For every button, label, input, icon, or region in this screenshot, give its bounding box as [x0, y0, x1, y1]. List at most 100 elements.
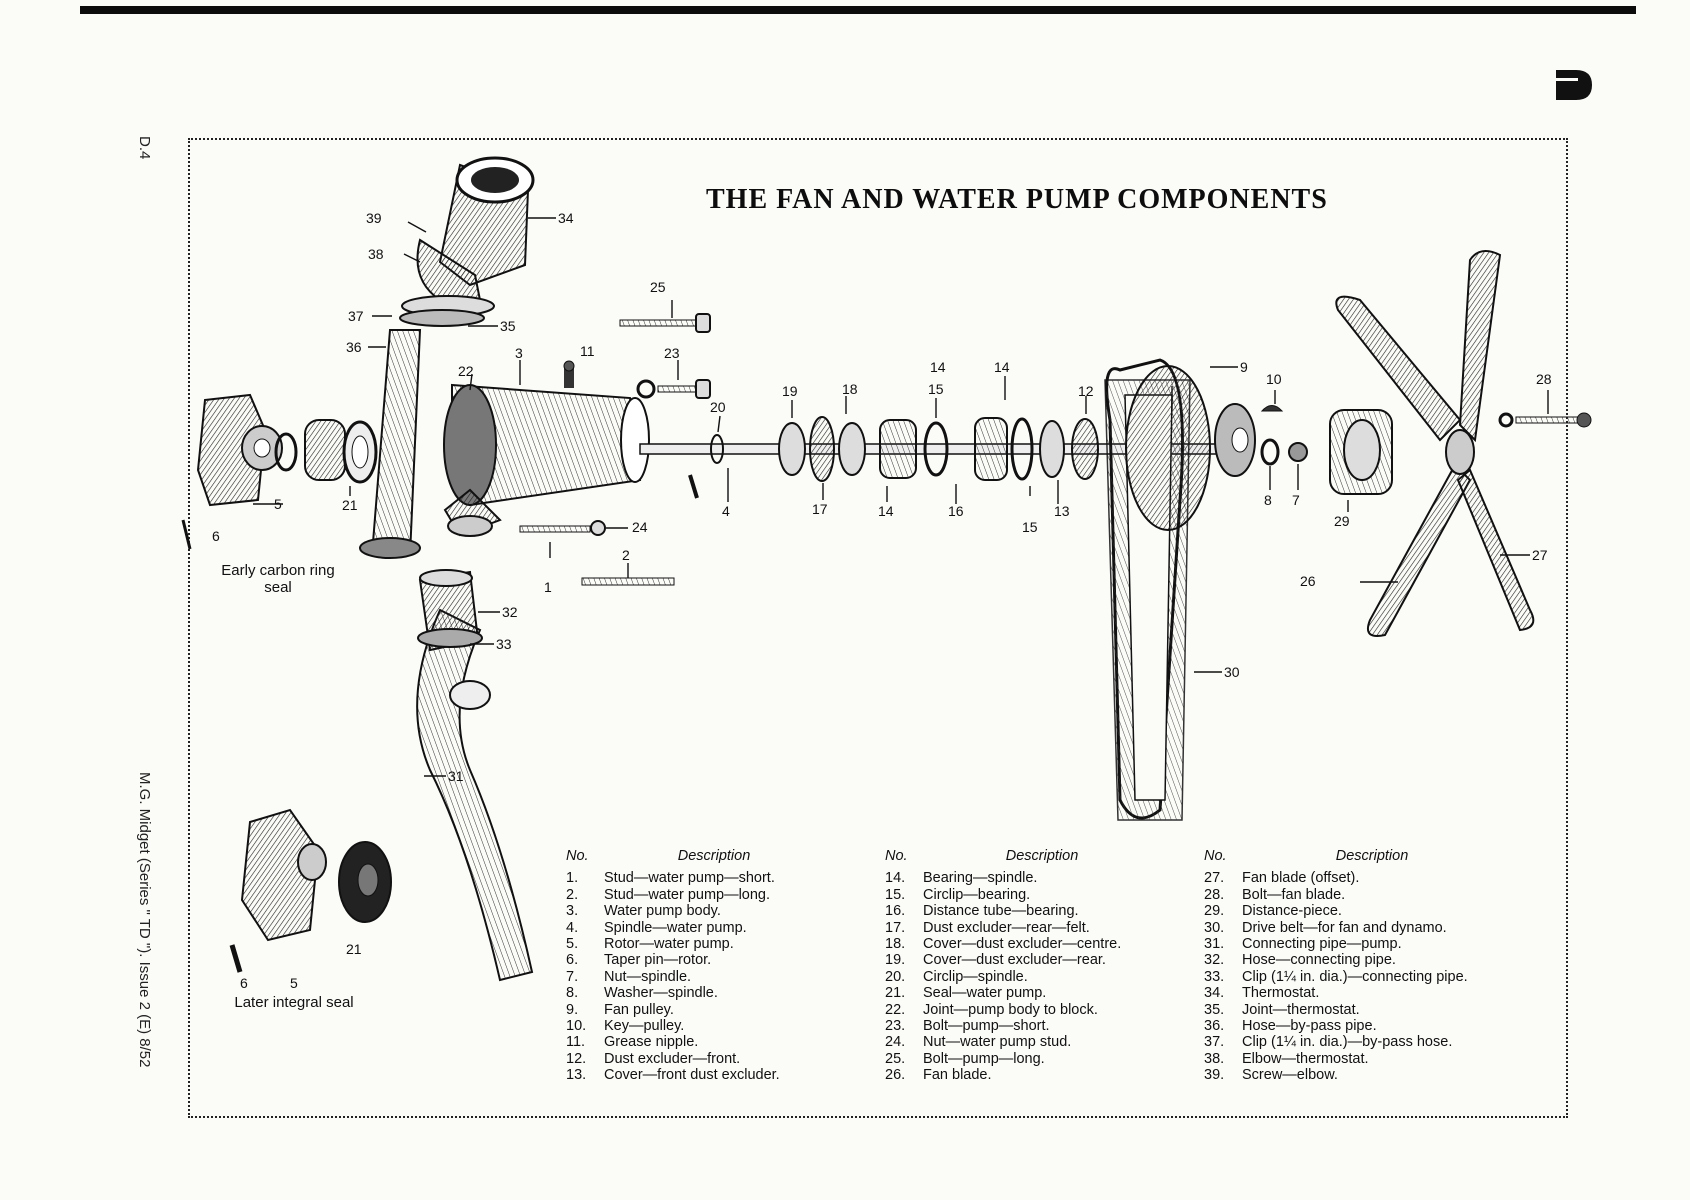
- water-pump-body: [443, 383, 650, 537]
- callout-32: 32: [502, 604, 518, 620]
- short-bolt: [636, 379, 711, 399]
- fan-bolt: [1498, 412, 1592, 428]
- table-row: 22.Joint—pump body to block.: [885, 1001, 1098, 1018]
- pulley-key: [1260, 405, 1284, 412]
- bypass-hose: [359, 329, 422, 559]
- callout-14-top: 14: [994, 359, 1010, 375]
- table-row: 12.Dust excluder—front.: [566, 1050, 741, 1067]
- table-row: 19.Cover—dust excluder—rear.: [885, 952, 1106, 969]
- long-bolt: [619, 313, 711, 333]
- callout-15-upper: 15: [928, 381, 944, 397]
- callout-18: 18: [842, 381, 858, 397]
- callout-11: 11: [580, 343, 595, 359]
- table-row: 11.Grease nipple.: [566, 1034, 699, 1051]
- table-row: 5.Rotor—water pump.: [566, 936, 734, 953]
- callout-10: 10: [1266, 371, 1282, 387]
- callout-21-early: 21: [342, 497, 358, 513]
- table-row: 31.Connecting pipe—pump.: [1204, 936, 1402, 953]
- callout-6-early: 6: [212, 528, 220, 544]
- callout-38: 38: [368, 246, 384, 262]
- bearing-stack: [778, 416, 1099, 482]
- stud-nut: [590, 520, 606, 536]
- col-desc-header: Description: [1335, 848, 1409, 864]
- callout-25: 25: [650, 279, 666, 295]
- table-row: 1.Stud—water pump—short.: [566, 870, 775, 887]
- table-row: 9.Fan pulley.: [566, 1001, 674, 1018]
- callout-8: 8: [1264, 492, 1272, 508]
- col-desc-header: Description: [1005, 848, 1079, 864]
- callout-22: 22: [458, 363, 474, 379]
- table-row: 23.Bolt—pump—short.: [885, 1018, 1050, 1035]
- callout-17: 17: [812, 501, 828, 517]
- callout-7: 7: [1292, 492, 1300, 508]
- top-rule: [80, 6, 1636, 14]
- grease-nipple: [563, 360, 575, 388]
- callout-24: 24: [632, 519, 648, 535]
- page-title: THE FAN AND WATER PUMP COMPONENTS: [706, 184, 1328, 215]
- callout-30: 30: [1224, 664, 1240, 680]
- callout-31: 31: [448, 768, 464, 784]
- callout-19: 19: [782, 383, 798, 399]
- table-row: 27.Fan blade (offset).: [1204, 870, 1360, 887]
- table-row: 25.Bolt—pump—long.: [885, 1050, 1045, 1067]
- callout-1: 1: [544, 579, 552, 595]
- parts-list-col-3: No.Description 27.Fan blade (offset). 28…: [1204, 848, 1502, 1084]
- table-row: 10.Key—pulley.: [566, 1018, 685, 1035]
- table-row: 37.Clip (1¼ in. dia.)—by-pass hose.: [1204, 1034, 1453, 1051]
- table-row: 18.Cover—dust excluder—centre.: [885, 936, 1122, 953]
- table-row: 35.Joint—thermostat.: [1204, 1001, 1360, 1018]
- spindle-nut: [1288, 442, 1308, 462]
- callout-2: 2: [622, 547, 630, 563]
- table-row: 38.Elbow—thermostat.: [1204, 1050, 1369, 1067]
- table-row: 26.Fan blade.: [885, 1067, 992, 1084]
- callout-16: 16: [948, 503, 964, 519]
- later-seal: [338, 841, 392, 923]
- taper-pin-later: [229, 944, 243, 973]
- callout-13: 13: [1054, 503, 1070, 519]
- table-row: 16.Distance tube—bearing.: [885, 903, 1079, 920]
- col-no-header: No.: [885, 848, 908, 864]
- col-desc-header: Description: [677, 848, 751, 864]
- early-rotor: [196, 393, 283, 507]
- fan-pulley-and-belt: [1104, 358, 1256, 821]
- parts-list-col-1: No.Description 1.Stud—water pump—short. …: [566, 848, 824, 1084]
- callout-34: 34: [558, 210, 574, 226]
- table-row: 21.Seal—water pump.: [885, 985, 1047, 1002]
- parts-list-col-2: No.Description 14.Bearing—spindle. 15.Ci…: [885, 848, 1161, 1084]
- taper-pin: [688, 474, 699, 499]
- callout-15-bottom: 15: [1022, 519, 1038, 535]
- table-row: 20.Circlip—spindle.: [885, 968, 1028, 985]
- callout-37: 37: [348, 308, 364, 324]
- callout-26: 26: [1300, 573, 1316, 589]
- spindle-washer: [1260, 438, 1280, 466]
- table-row: 29.Distance-piece.: [1204, 903, 1342, 920]
- callout-14-lower: 14: [878, 503, 894, 519]
- callout-20: 20: [710, 399, 726, 415]
- leader-lines: [253, 217, 1549, 777]
- table-row: 2.Stud—water pump—long.: [566, 886, 771, 903]
- callout-4: 4: [722, 503, 730, 519]
- callout-28: 28: [1536, 371, 1552, 387]
- callout-6-later: 6: [240, 975, 248, 991]
- stud-long: [581, 577, 675, 586]
- table-row: 30.Drive belt—for fan and dynamo.: [1204, 919, 1447, 936]
- callout-labels: 1 2 3 4 5 6 7 8 9 10 11 12 13 14 15 16 1…: [212, 210, 1552, 991]
- table-row: 36.Hose—by-pass pipe.: [1204, 1018, 1377, 1035]
- table-row: 4.Spindle—water pump.: [566, 919, 747, 936]
- stud-short: [519, 525, 591, 533]
- col-no-header: No.: [1204, 848, 1227, 864]
- callout-9: 9: [1240, 359, 1248, 375]
- table-row: 15.Circlip—bearing.: [885, 886, 1031, 903]
- distance-piece: [1329, 409, 1393, 495]
- section-d-tab-icon: [1556, 70, 1592, 100]
- col-no-header: No.: [566, 848, 589, 864]
- callout-14-upper: 14: [930, 359, 946, 375]
- callout-23: 23: [664, 345, 680, 361]
- callout-36: 36: [346, 339, 362, 355]
- callout-29: 29: [1334, 513, 1350, 529]
- later-rotor: [240, 808, 327, 942]
- table-row: 3.Water pump body.: [566, 903, 721, 920]
- callout-21-later: 21: [346, 941, 362, 957]
- table-row: 24.Nut—water pump stud.: [885, 1034, 1072, 1051]
